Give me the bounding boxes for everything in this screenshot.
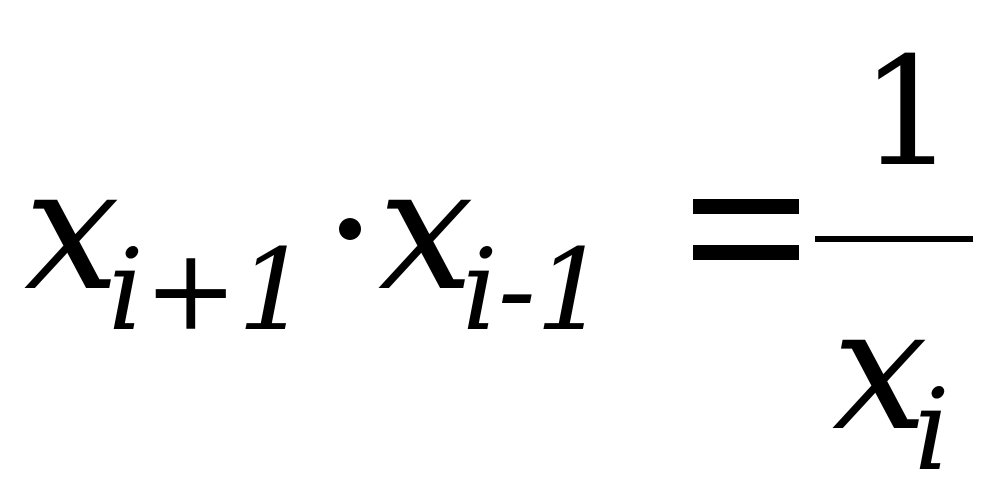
term1-subscript: i+1 [108,226,309,356]
denominator-base: x [832,271,928,469]
term2-subscript: i-1 [462,226,607,356]
fraction-numerator: 1 [860,26,956,200]
term1-base: x [24,131,120,329]
term2-base: x [378,131,474,329]
denominator-subscript: i [914,366,950,496]
equals-sign-top-bar [693,199,799,214]
equals-sign-bottom-bar [693,245,799,260]
fraction-bar [815,236,973,242]
multiply-dot-icon [339,218,361,240]
